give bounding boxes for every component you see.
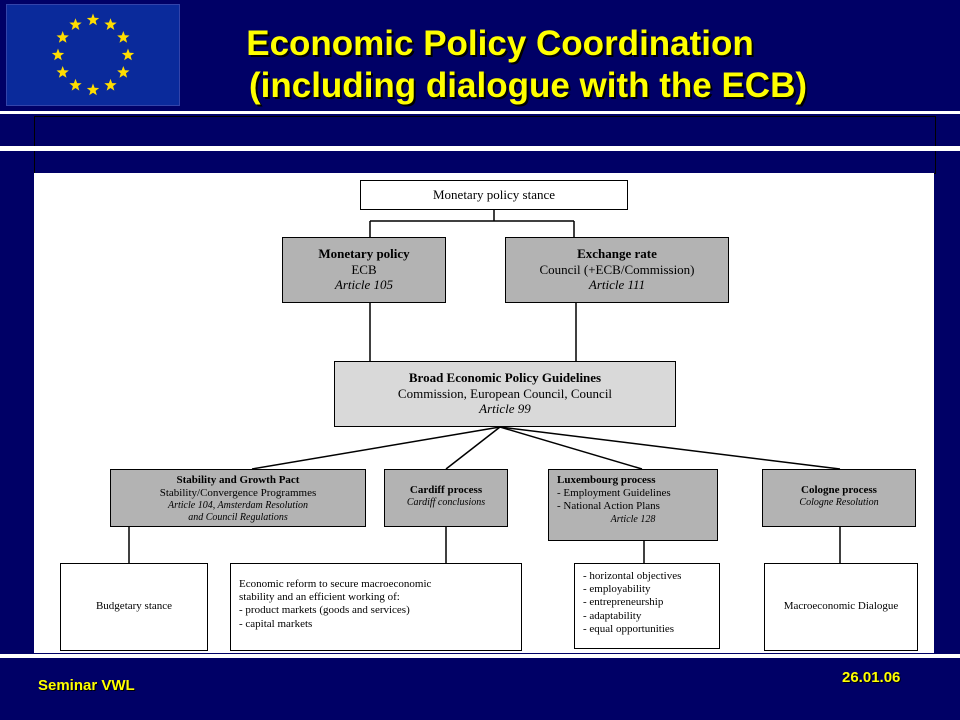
beg-body: Commission, European Council, Council <box>397 385 613 401</box>
reform-line-2: stability and an efficient working of: <box>239 591 400 604</box>
box-budgetary-stance: Budgetary stance <box>60 563 208 651</box>
objectives-line-1: - horizontal objectives <box>583 570 682 582</box>
objectives-line-3: - entrepreneurship <box>583 596 664 609</box>
box-luxembourg-process: Luxembourg process - Employment Guidelin… <box>548 469 718 541</box>
header-divider-overlay <box>0 146 960 151</box>
objectives-line-2: - employability <box>583 583 651 596</box>
box-cardiff-process: Cardiff process Cardiff conclusions <box>384 469 508 527</box>
monetary-policy-title: Monetary policy <box>318 246 410 261</box>
box-broad-economic-policy-guidelines: Broad Economic Policy Guidelines Commiss… <box>334 361 676 427</box>
stability-body: Stability/Convergence Programmes <box>159 487 317 500</box>
star-icon <box>121 48 135 61</box>
luxembourg-article: Article 128 <box>610 513 656 525</box>
page-title-line-2: (including dialogue with the ECB) <box>248 66 808 105</box>
box-monetary-policy-stance: Monetary policy stance <box>360 180 628 210</box>
reform-line-3: - product markets (goods and services) <box>239 604 410 617</box>
objectives-line-4: - adaptability <box>583 609 642 622</box>
star-icon <box>56 31 69 43</box>
stability-title: Stability and Growth Pact <box>176 474 300 486</box>
page-title-line-1: Economic Policy Coordination <box>246 24 754 63</box>
exchange-rate-body: Council (+ECB/Commission) <box>539 261 695 277</box>
monetary-policy-stance-label: Monetary policy stance <box>432 187 555 202</box>
stability-article-2: and Council Regulations <box>188 512 288 524</box>
star-icon <box>104 78 117 91</box>
footer-divider <box>0 654 960 658</box>
beg-article: Article 99 <box>479 401 531 417</box>
star-icon <box>117 66 130 78</box>
cologne-body: Cologne Resolution <box>799 497 879 509</box>
connector-lines <box>128 209 841 563</box>
budgetary-stance-label: Budgetary stance <box>95 600 173 612</box>
connector-beg-cardiff <box>445 426 501 470</box>
box-exchange-rate: Exchange rate Council (+ECB/Commission) … <box>505 237 729 303</box>
beg-title: Broad Economic Policy Guidelines <box>408 370 602 385</box>
cardiff-title: Cardiff process <box>409 484 483 496</box>
stability-article-1: Article 104, Amsterdam Resolution <box>168 500 308 512</box>
luxembourg-title: Luxembourg process <box>557 474 656 486</box>
connector-beg-stability <box>251 426 501 470</box>
star-icon <box>86 13 100 26</box>
exchange-rate-title: Exchange rate <box>577 246 657 261</box>
macroeconomic-dialogue-label: Macroeconomic Dialogue <box>783 600 899 612</box>
box-macroeconomic-dialogue: Macroeconomic Dialogue <box>764 563 918 651</box>
exchange-rate-article: Article 111 <box>588 277 646 293</box>
star-icon <box>69 78 82 91</box>
star-icon <box>69 18 82 30</box>
box-monetary-policy: Monetary policy ECB Article 105 <box>282 237 446 303</box>
box-stability-growth-pact: Stability and Growth Pact Stability/Conv… <box>110 469 366 527</box>
connector-beg-cologne <box>499 426 841 470</box>
star-icon <box>117 31 130 43</box>
box-cologne-process: Cologne process Cologne Resolution <box>762 469 916 527</box>
box-employment-objectives: - horizontal objectives - employability … <box>574 563 720 649</box>
monetary-policy-article: Article 105 <box>334 277 394 293</box>
reform-line-1: Economic reform to secure macroeconomic <box>239 578 432 590</box>
star-icon <box>56 66 69 78</box>
footer-left-text: Seminar VWL <box>38 677 135 694</box>
star-icon <box>86 83 100 96</box>
luxembourg-item-1: - Employment Guidelines <box>557 487 671 500</box>
header-divider-top <box>0 111 960 114</box>
cologne-title: Cologne process <box>801 484 877 496</box>
policy-coordination-diagram: Monetary policy stance Monetary policy E… <box>34 173 934 653</box>
diagram-frame-top <box>34 116 936 174</box>
eu-flag-logo <box>6 4 180 106</box>
connector-beg-luxembourg <box>499 426 643 470</box>
eu-stars-icon <box>51 13 135 96</box>
star-icon <box>51 48 65 61</box>
star-icon <box>104 18 117 30</box>
cardiff-body: Cardiff conclusions <box>406 497 486 509</box>
luxembourg-item-2: - National Action Plans <box>557 500 660 513</box>
objectives-line-5: - equal opportunities <box>583 622 675 635</box>
box-economic-reform: Economic reform to secure macroeconomic … <box>230 563 522 651</box>
footer-date: 26.01.06 <box>842 669 901 686</box>
reform-line-4: - capital markets <box>239 617 313 630</box>
monetary-policy-body: ECB <box>351 261 377 277</box>
